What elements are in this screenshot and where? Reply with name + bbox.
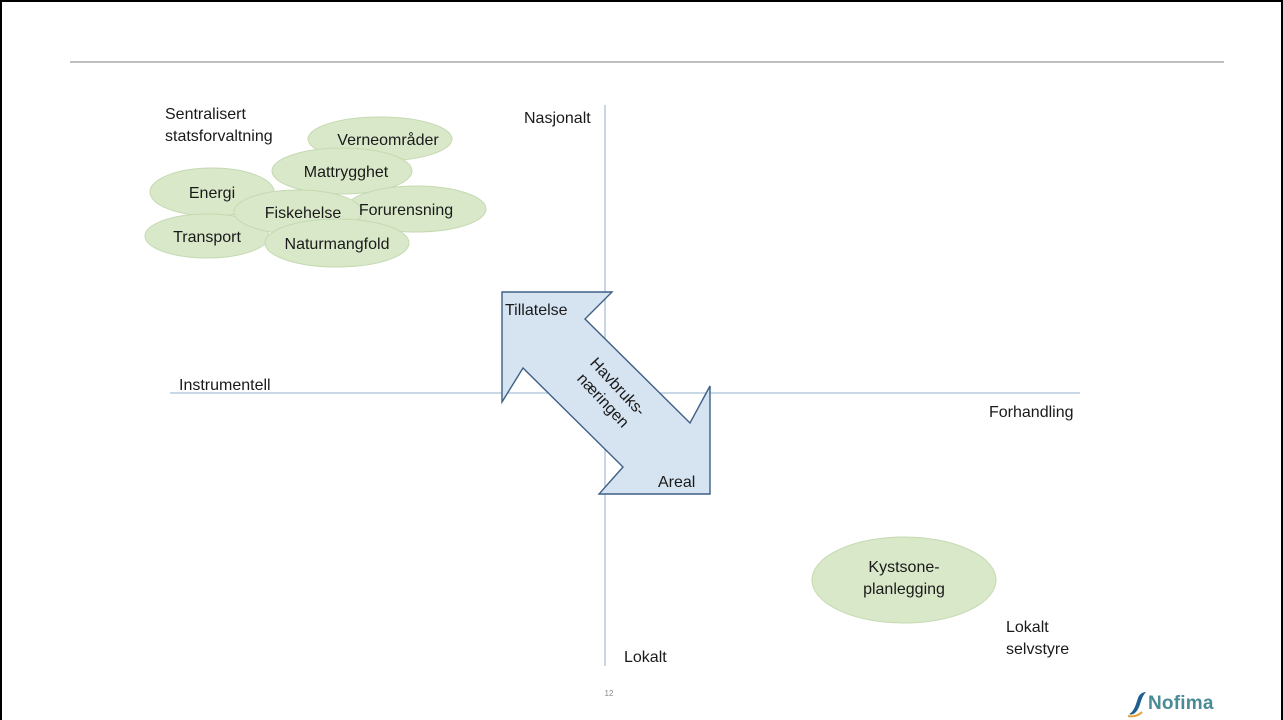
local-topic-line2: planlegging — [863, 581, 945, 598]
kystsoneplanlegging-ellipse — [811, 536, 997, 624]
mattrygghet-ellipse — [271, 147, 413, 195]
nofima-logo: Nofima — [1126, 690, 1236, 720]
topic-label: Mattrygghet — [304, 164, 389, 181]
axis-label-bottom: Lokalt — [624, 649, 667, 666]
naturmangfold-ellipse — [264, 218, 410, 268]
topic-label: Verneområder — [337, 131, 439, 149]
page-number: 12 — [604, 689, 614, 698]
national-topic-ellipses — [144, 116, 487, 268]
logo-text: Nofima — [1148, 693, 1214, 714]
arrow-bottom-label: Areal — [658, 474, 695, 491]
corner-bottom-right-line2: selvstyre — [1006, 641, 1070, 658]
corner-top-left-line2: statsforvaltning — [165, 128, 273, 145]
topic-label: Energi — [189, 185, 235, 202]
topic-label: Forurensning — [359, 202, 453, 219]
corner-top-left-line1: Sentralisert — [165, 106, 246, 123]
local-topic-line1: Kystsone- — [868, 559, 939, 576]
axis-label-left: Instrumentell — [179, 377, 271, 394]
topic-labels: Energi Transport Verneområder Mattrygghe… — [173, 131, 945, 598]
axis-label-right: Forhandling — [989, 404, 1074, 421]
corner-bottom-right-line1: Lokalt — [1006, 619, 1049, 636]
topic-label: Transport — [173, 229, 241, 246]
arrow-top-label: Tillatelse — [505, 302, 568, 319]
topic-label: Naturmangfold — [285, 236, 390, 253]
double-arrow — [501, 291, 711, 495]
topic-label: Fiskehelse — [265, 205, 342, 222]
logo-swoosh-icon — [1127, 692, 1146, 718]
axis-label-top: Nasjonalt — [524, 110, 591, 127]
